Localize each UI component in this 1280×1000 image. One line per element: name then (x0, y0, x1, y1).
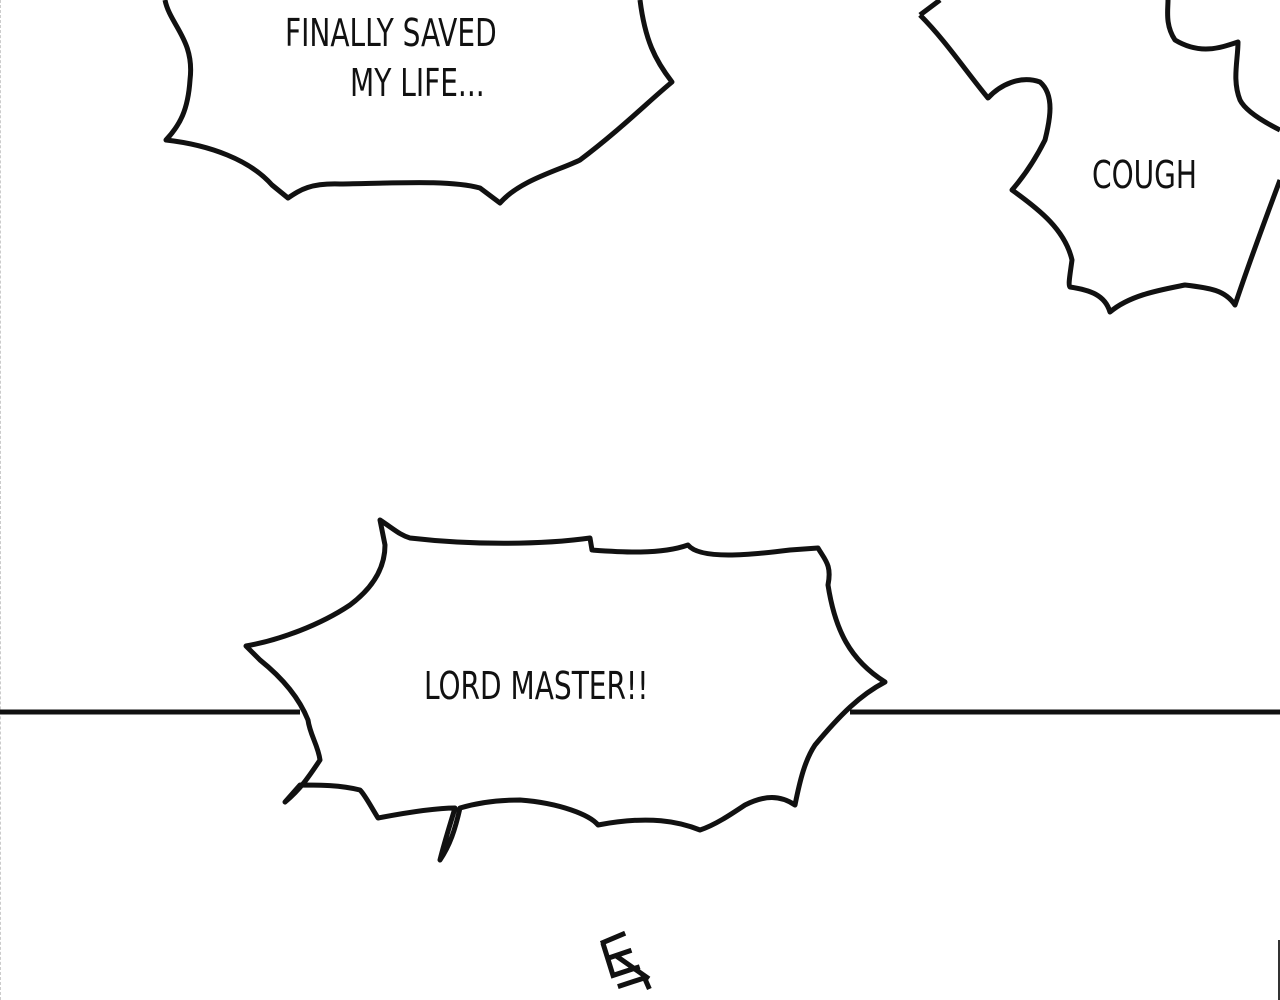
bubble-text-lord-master: LORD MASTER!! (424, 664, 649, 708)
bubble-text-finally-saved-line1: FINALLY SAVED (285, 11, 497, 55)
speech-bubble-finally-saved (162, 0, 675, 206)
bubble-text-cough: COUGH (1092, 153, 1197, 197)
speech-bubble-cough (918, 0, 1280, 315)
bubble-text-finally-saved-line2: MY LIFE... (350, 61, 485, 105)
sound-effect-fragment (599, 930, 652, 991)
speech-bubble-lord-master (243, 517, 888, 863)
page-edge (0, 0, 3, 1000)
